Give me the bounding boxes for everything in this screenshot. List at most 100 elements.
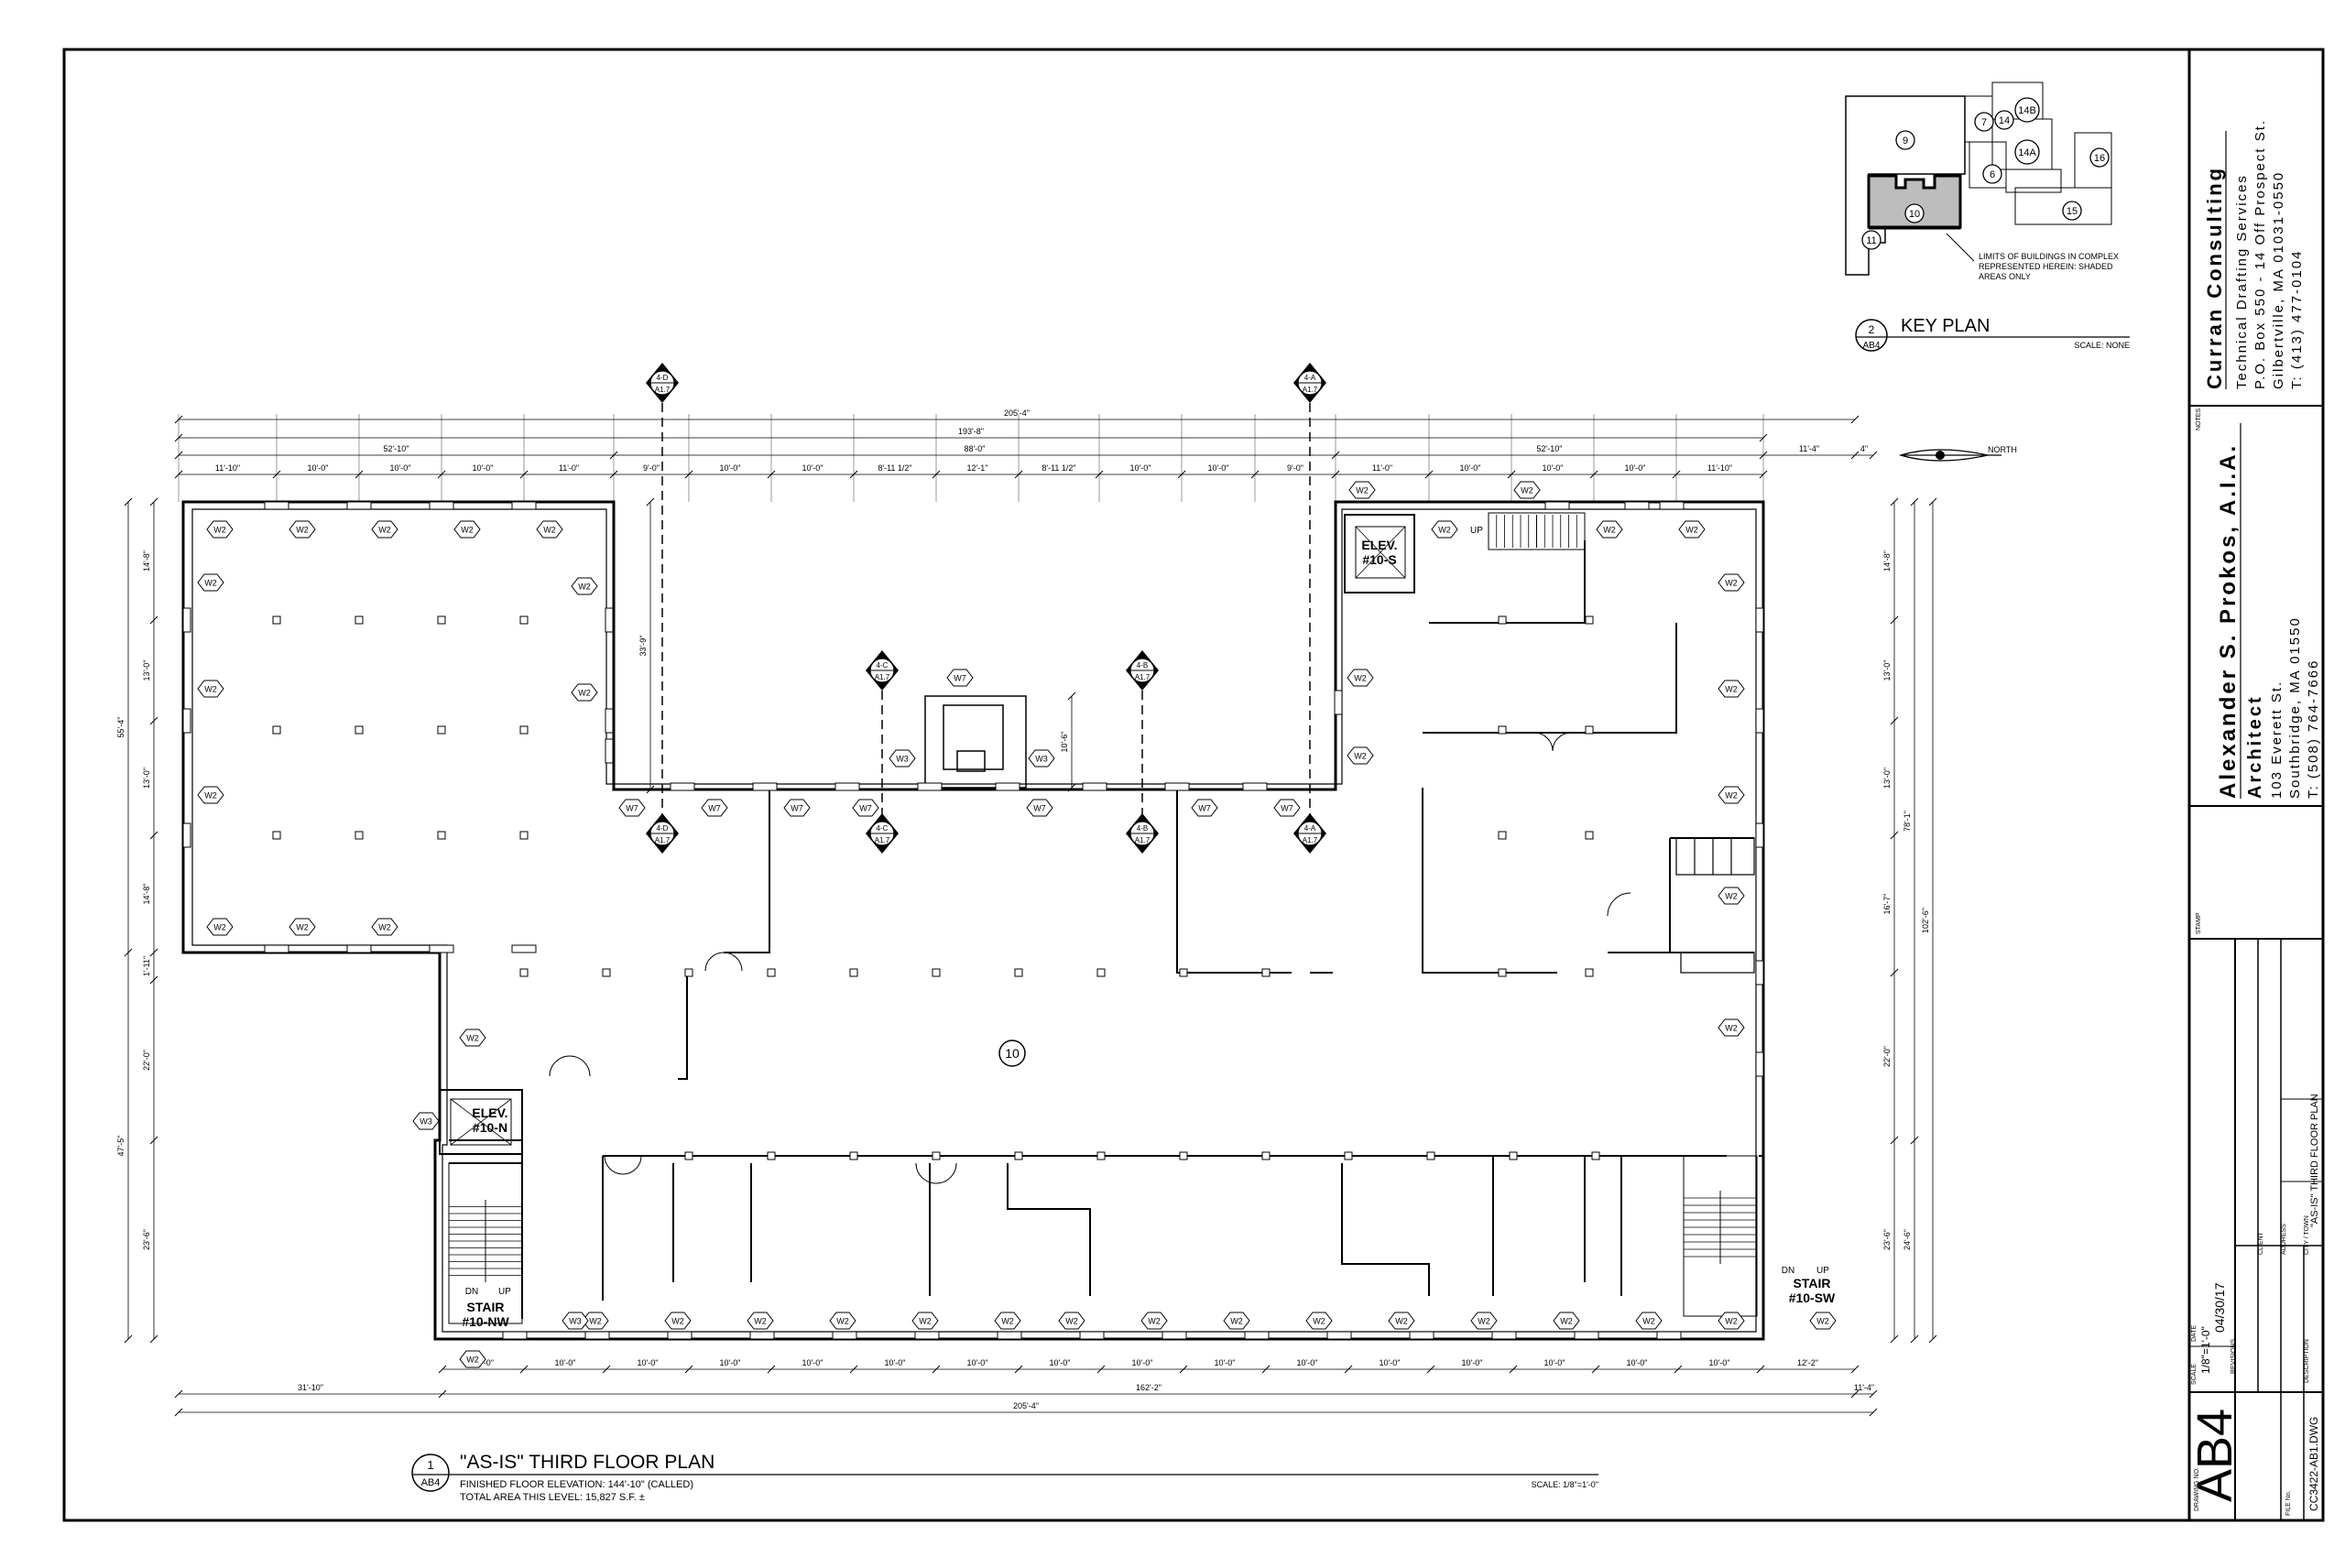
window	[605, 607, 614, 633]
window	[346, 944, 372, 953]
dim-bottom-1-text: 10'-0"	[1132, 1358, 1153, 1367]
dim-right-3-text: 102'-6"	[1921, 908, 1930, 933]
window-tag-hex	[571, 683, 598, 702]
key-plan-building-number: 10	[1909, 209, 1920, 220]
window-tag: W7	[946, 669, 974, 687]
window	[1079, 1331, 1105, 1340]
window-tag-label: W2	[1725, 1024, 1738, 1033]
window-tag-label: W7	[1033, 804, 1046, 813]
dim-left-1-text: 14'-8"	[142, 884, 151, 905]
column	[1585, 725, 1594, 735]
dim-bottom-1-tick	[438, 1365, 447, 1374]
firm-line-1: Technical Drafting Services	[2234, 174, 2250, 389]
column	[1498, 831, 1507, 840]
dim-core-tick	[1067, 783, 1076, 792]
dim-right-1-tick	[1890, 1136, 1899, 1145]
window-tag-hex	[1028, 749, 1055, 768]
file-no-value: CC3422-AB1.DWG	[2307, 1417, 2320, 1511]
window	[605, 708, 614, 734]
window-tag: W2	[459, 1029, 486, 1047]
section-marker: 4-AA1.7	[1293, 813, 1326, 854]
window-tag-label: W3	[420, 1117, 432, 1127]
dim-right-1-tick	[1890, 968, 1899, 977]
column	[1261, 968, 1271, 977]
scale-value: 1/8"=1'-0"	[2199, 1326, 2212, 1374]
window-tag-hex	[562, 1312, 589, 1330]
dim-bottom-1-text: 10'-0"	[555, 1358, 576, 1367]
window-tag-label: W2	[1642, 1317, 1655, 1326]
window-tag-label: W2	[213, 923, 226, 932]
key-plan-building-number: 6	[1990, 169, 1995, 180]
city-label: CITY / TOWN	[2304, 1215, 2310, 1255]
stair-nw-up: UP	[498, 1287, 511, 1297]
window-tag: W7	[852, 799, 879, 817]
column	[1498, 615, 1507, 625]
window-tag-hex	[1718, 1312, 1745, 1330]
column	[1261, 1151, 1271, 1160]
key-plan-building-number: 9	[1903, 136, 1908, 147]
dim-left-2-tick	[124, 948, 133, 957]
window-tag-label: W2	[213, 526, 226, 535]
key-plan-building-bubble	[1895, 130, 1915, 150]
window-tag-hex	[1513, 481, 1541, 499]
window	[1755, 960, 1764, 985]
window-tag-label: W3	[896, 755, 909, 764]
dim-bottom-1-tick	[1509, 1365, 1518, 1374]
architect-line-3: T: (508) 764-7666	[2306, 659, 2321, 799]
section-marker-id: 4-A	[1304, 824, 1316, 833]
client-label: CLIENT	[2258, 1231, 2264, 1255]
dim-top-overall-text: 205'-4"	[1004, 408, 1030, 418]
window-tag-hex	[1348, 481, 1376, 499]
window-tag-label: W2	[1603, 526, 1616, 535]
window-tag: W2	[571, 577, 598, 595]
window-tag-hex	[536, 520, 563, 539]
dim-bottom-2-text: 162'-2"	[1136, 1383, 1162, 1392]
address-label: ADDRESS	[2281, 1224, 2287, 1255]
key-plan-building-number: 11	[1866, 235, 1876, 246]
column	[272, 831, 281, 840]
dim-top-3-text: 52'-10"	[1537, 444, 1563, 453]
window-tag-label: W2	[919, 1317, 932, 1326]
window	[1162, 1331, 1187, 1340]
key-plan-building-bubble	[1974, 112, 1994, 132]
window-tag-hex	[946, 669, 974, 687]
stamp-label: STAMP	[2196, 912, 2202, 934]
window-tag: W2	[289, 918, 316, 936]
stair-sw-label-2: #10-SW	[1789, 1290, 1836, 1305]
window-tag-label: W2	[204, 579, 217, 588]
window-tag-hex	[1191, 799, 1218, 817]
dimension-strings: 205'-4"193'-8"52'-10"88'-0"52'-10"11'-4"…	[116, 408, 1937, 1417]
dim-bottom-2-tick	[174, 1389, 183, 1399]
column	[932, 1151, 941, 1160]
column	[354, 831, 364, 840]
window	[1242, 782, 1268, 791]
column	[1585, 968, 1594, 977]
dim-left-2-tick	[124, 497, 133, 506]
window-tag: W2	[1718, 1018, 1745, 1037]
window-tag-hex	[571, 577, 598, 595]
dim-right-1-tick	[1890, 1334, 1899, 1344]
dim-top-4-text: 10'-0"	[1130, 463, 1151, 473]
window-tag-label: W2	[461, 526, 474, 535]
dim-top-4-text: 10'-0"	[390, 463, 411, 473]
window-tag-hex	[618, 799, 646, 817]
section-marker: 4-DA1.7	[646, 363, 679, 403]
elevator-south-shaft	[1344, 514, 1415, 593]
column	[849, 1151, 858, 1160]
column	[1498, 725, 1507, 735]
stair-sw-dn: DN	[1782, 1266, 1794, 1276]
key-plan-building-number: 7	[1981, 117, 1987, 128]
window	[511, 501, 537, 510]
window-tag: W2	[1388, 1312, 1415, 1330]
window	[264, 501, 289, 510]
dim-bottom-1-text: 10'-0"	[885, 1358, 906, 1367]
column	[932, 968, 941, 977]
key-plan-building-number: 14B	[2018, 105, 2036, 116]
window-tag-label: W7	[1281, 804, 1293, 813]
dim-bottom-1-text: 10'-0"	[802, 1358, 823, 1367]
window-tag: W2	[1223, 1312, 1250, 1330]
dim-top-3-tick	[1869, 451, 1878, 460]
window-tag-hex	[197, 573, 224, 592]
window-tag: W2	[206, 918, 234, 936]
